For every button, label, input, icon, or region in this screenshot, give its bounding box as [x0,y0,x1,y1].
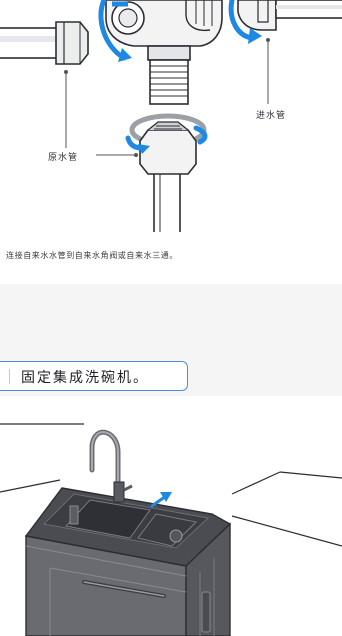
pipe-connection-illustration [0,0,342,232]
step-divider [9,369,10,384]
source-pipe-label: 原水管 [48,153,79,163]
left-pipe [0,21,89,65]
rotation-arrow-left [98,0,132,62]
instruction-caption: 连接自来水水管到自来水角阀或自来水三通。 [6,251,178,260]
valve-body [105,0,223,105]
step-title: 固定集成洗碗机。 [21,370,149,386]
right-pipe [237,0,342,31]
step-label-box: 固定集成洗碗机。 [0,361,188,391]
rotation-arrow-right [228,0,262,44]
sink-dishwasher-illustration [0,423,342,636]
inlet-pipe-label: 进水管 [256,111,287,121]
hex-nut [125,113,208,175]
